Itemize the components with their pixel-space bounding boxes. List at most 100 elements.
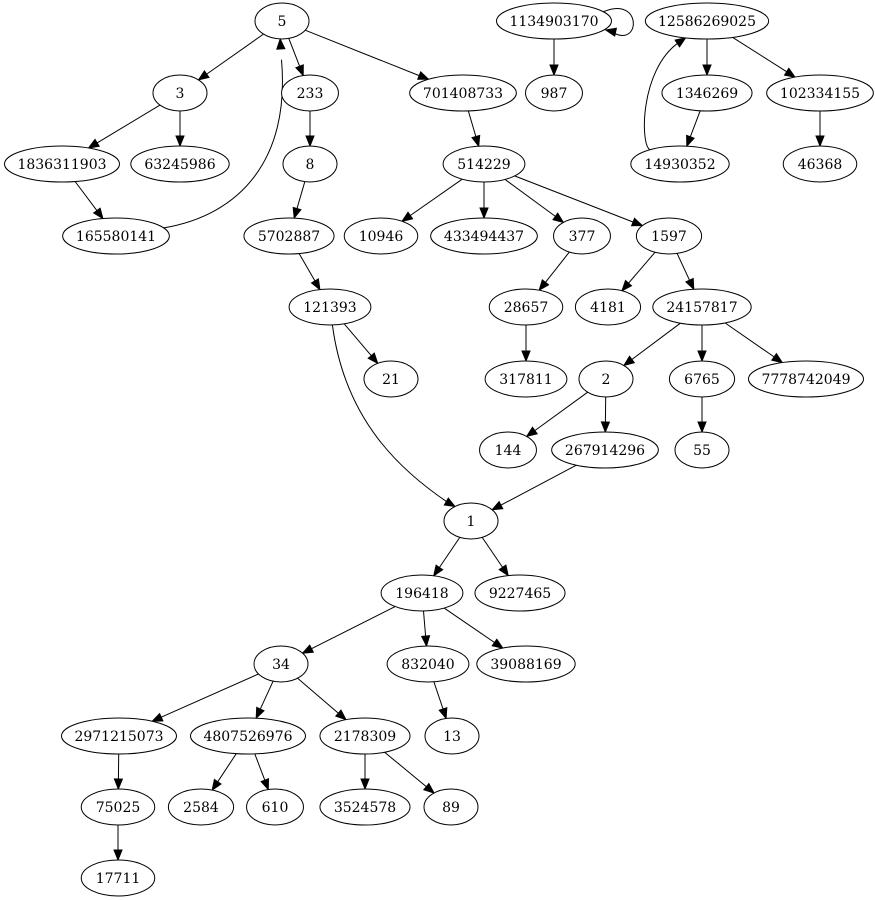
node-ellipse [409,74,517,112]
edge-line [410,178,463,216]
edge-line [298,253,316,282]
node-144: 144 [479,431,537,469]
edge-line [433,681,444,710]
node-ellipse [668,360,736,398]
arrowhead-icon [301,644,315,654]
node-ellipse [80,788,156,826]
node-ellipse [363,360,419,398]
node-ellipse [62,217,170,255]
node-ellipse [319,788,411,826]
node-1597: 1597 [635,217,703,255]
node-label: 514229 [457,157,510,173]
edge-75025-to-17711 [113,825,123,862]
arrowhead-icon [416,71,430,80]
node-10946: 10946 [343,217,419,255]
edge-line [500,464,577,506]
node-2: 2 [578,360,634,398]
edge-line [689,110,701,137]
arrowhead-icon [697,350,707,363]
node-label: 46368 [798,157,843,173]
node-4807526976: 4807526976 [190,717,306,755]
node-label: 610 [262,800,289,816]
edge-24157817-to-2 [622,322,681,367]
node-433494437: 433494437 [430,217,538,255]
arrowhead-icon [815,135,825,148]
node-ellipse [553,217,611,255]
node-ellipse [479,431,537,469]
node-label: 28657 [504,300,549,316]
edge-24157817-to-7778742049 [724,322,784,364]
edge-1-to-9227465 [481,537,509,577]
edge-line [443,607,495,643]
edge-5702887-to-121393 [298,253,321,291]
edge-line [724,322,775,358]
node-ellipse [748,360,864,398]
node-267914296: 267914296 [551,431,659,469]
arrowhead-icon [438,706,448,720]
node-3524578: 3524578 [319,788,411,826]
arrowhead-icon [783,67,797,78]
edge-34-to-2971215073 [150,673,259,722]
node-14930352: 14930352 [630,145,730,183]
edge-3-to-1836311903 [87,104,161,149]
node-label: 55 [693,443,711,459]
edge-233-to-8 [305,111,315,148]
arrowhead-icon [443,497,457,508]
edge-line [206,33,264,75]
node-4181: 4181 [574,288,642,326]
node-label: 987 [541,86,568,102]
arrowhead-icon [211,778,222,792]
arrowhead-icon [420,635,431,648]
node-label: 102334155 [780,86,860,102]
edge-line [311,606,396,650]
node-label: 196418 [395,586,448,602]
node-label: 832040 [401,657,454,673]
arrowhead-icon [295,64,304,77]
node-label: 39088169 [490,657,561,673]
node-label: 3524578 [334,800,396,816]
node-ellipse [190,717,306,755]
edge-line [602,8,634,36]
node-233: 233 [281,74,339,112]
node-9227465: 9227465 [474,574,566,612]
node-label: 8 [306,157,315,173]
node-label: 7778742049 [761,372,850,388]
node-ellipse [766,74,874,112]
node-165580141: 165580141 [62,217,170,255]
node-label: 317811 [499,372,552,388]
node-17711: 17711 [80,859,156,897]
node-ellipse [525,74,583,112]
node-label: 24157817 [666,300,737,316]
node-2971215073: 2971215073 [61,717,177,755]
arrowhead-icon [87,138,101,149]
edge-line [631,322,681,360]
edge-1-to-196418 [432,537,461,577]
arrowhead-icon [113,778,124,791]
node-5702887: 5702887 [243,217,335,255]
edge-1134903170-to-987 [549,39,559,77]
edge-line [96,104,161,144]
edge-5-to-701408733 [305,29,430,80]
edge-514229-to-10946 [400,178,463,223]
node-34: 34 [253,645,309,683]
edge-121393-to-21 [343,323,379,365]
edge-line [732,36,787,73]
node-ellipse [253,645,309,683]
node-label: 63245986 [144,157,215,173]
edge-line [643,42,679,151]
edge-12586269025-to-1346269 [702,39,712,77]
node-label: 1346269 [676,86,738,102]
edge-1597-to-24157817 [676,253,695,291]
node-ellipse [61,717,177,755]
node-ellipse [443,502,499,540]
node-label: 2178309 [334,729,396,745]
node-label: 2 [602,372,611,388]
node-ellipse [484,360,568,398]
node-label: 34 [272,657,290,673]
arrowhead-icon [276,37,286,50]
arrowhead-icon [491,638,504,649]
node-ellipse [343,217,419,255]
node-1346269: 1346269 [661,74,753,112]
node-46368: 46368 [782,145,858,183]
node-ellipse [130,145,230,183]
